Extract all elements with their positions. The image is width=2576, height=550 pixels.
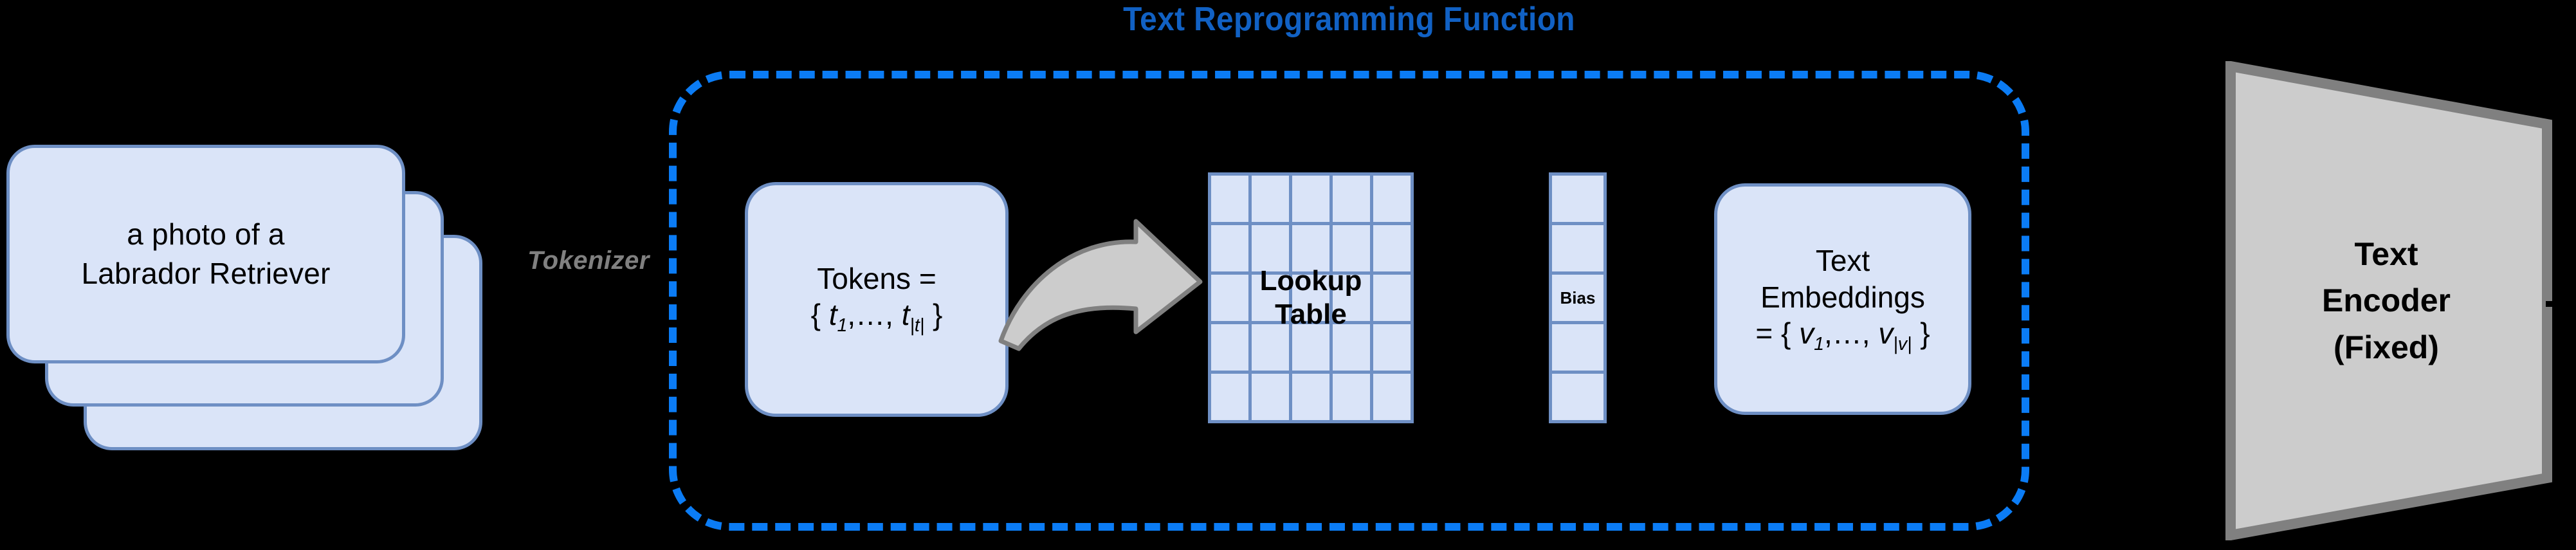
lookup-cell xyxy=(1373,275,1411,321)
prompt-text: a photo of a Labrador Retriever xyxy=(81,217,331,290)
encoder-output-connector xyxy=(2546,301,2576,307)
bias-cell xyxy=(1552,176,1603,222)
emb-symbol-first: v xyxy=(1799,316,1814,350)
text-embeddings-box[interactable]: Text Embeddings = { v1,…, v|v| } xyxy=(1714,183,1971,415)
bias-cell xyxy=(1552,374,1603,420)
prompt-card-front[interactable]: a photo of a Labrador Retriever xyxy=(6,145,405,363)
lookup-cell xyxy=(1373,176,1411,222)
tokens-label: Tokens = xyxy=(817,262,936,296)
text-embeddings-line1: Text xyxy=(1815,244,1870,278)
lookup-cell xyxy=(1292,324,1329,371)
lookup-cell xyxy=(1333,374,1370,420)
emb-brace-open: = { xyxy=(1755,316,1800,350)
text-embeddings-line2: Embeddings xyxy=(1760,280,1925,314)
lookup-cell xyxy=(1252,176,1289,222)
lookup-cell xyxy=(1252,374,1289,420)
emb-index-last: |v| xyxy=(1893,333,1912,354)
lookup-cell xyxy=(1252,225,1289,271)
bias-cell xyxy=(1552,225,1603,271)
lookup-cell xyxy=(1373,374,1411,420)
tokens-brace-close: } xyxy=(924,297,943,331)
tokens-box[interactable]: Tokens = { t1,…, t|t| } xyxy=(745,182,1009,417)
tokens-set-expression: { t1,…, t|t| } xyxy=(811,298,943,336)
text-reprogramming-function-group xyxy=(669,71,2029,531)
text-encoder-shape[interactable] xyxy=(2225,60,2576,542)
bias-cell xyxy=(1552,324,1603,371)
tokens-index-first: 1 xyxy=(837,315,848,336)
lookup-cell xyxy=(1292,225,1329,271)
lookup-cell xyxy=(1211,275,1248,321)
tokens-symbol-last: t xyxy=(901,297,910,331)
text-embeddings-set-expression: = { v1,…, v|v| } xyxy=(1755,315,1930,356)
lookup-cell xyxy=(1333,225,1370,271)
lookup-cell xyxy=(1292,275,1329,321)
lookup-cell xyxy=(1252,275,1289,321)
lookup-cell xyxy=(1292,374,1329,420)
bias-column[interactable] xyxy=(1549,172,1607,423)
lookup-cell xyxy=(1333,324,1370,371)
tokens-ellipsis: ,…, xyxy=(847,297,902,331)
bias-cell xyxy=(1552,275,1603,321)
tokens-symbol-first: t xyxy=(828,297,837,331)
tokens-brace-open: { xyxy=(810,297,829,331)
lookup-cell xyxy=(1252,324,1289,371)
emb-brace-close: } xyxy=(1912,316,1930,350)
tokenizer-label: Tokenizer xyxy=(527,246,650,275)
page-title: Text Reprogramming Function xyxy=(1123,1,1575,38)
emb-ellipsis: ,…, xyxy=(1824,316,1879,350)
lookup-cell xyxy=(1292,176,1329,222)
lookup-cell xyxy=(1211,324,1248,371)
lookup-table-grid[interactable] xyxy=(1208,172,1414,423)
lookup-cell xyxy=(1373,225,1411,271)
lookup-cell xyxy=(1333,275,1370,321)
prompt-card-stack: a photo of a Labrador Retriever xyxy=(6,145,495,460)
lookup-cell xyxy=(1373,324,1411,371)
lookup-cell xyxy=(1211,225,1248,271)
lookup-cell xyxy=(1211,176,1248,222)
lookup-cell xyxy=(1211,374,1248,420)
curved-arrow-icon xyxy=(996,206,1227,367)
tokens-index-last: |t| xyxy=(909,315,925,336)
lookup-cell xyxy=(1333,176,1370,222)
emb-symbol-last: v xyxy=(1878,316,1894,350)
emb-index-first: 1 xyxy=(1814,333,1825,354)
